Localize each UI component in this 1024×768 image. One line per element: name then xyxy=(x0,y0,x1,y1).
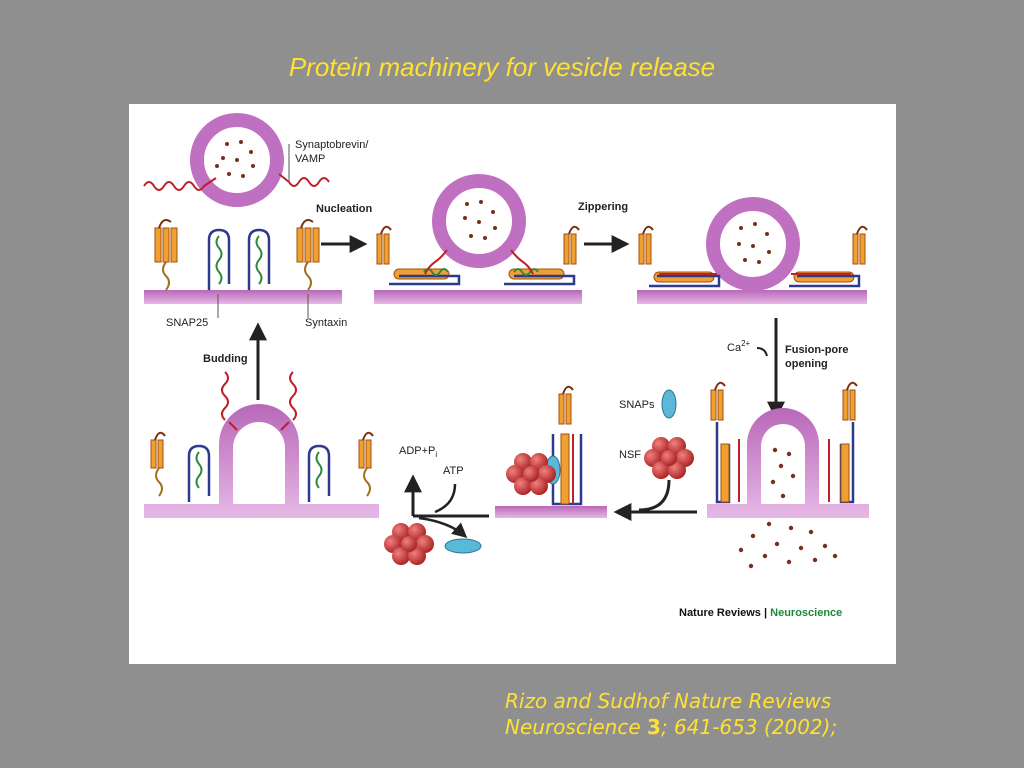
panel-cis-complex xyxy=(495,385,607,518)
citation-journal: Neuroscience xyxy=(505,715,648,739)
panel-budding xyxy=(144,371,379,518)
snaps-protein xyxy=(661,389,677,419)
calcium-label: Ca2+ xyxy=(727,339,751,354)
adp-label: ADP+Pi xyxy=(399,445,437,459)
citation: Rizo and Sudhof Nature Reviews Neuroscie… xyxy=(505,688,837,740)
fusion-pore-label-1: Fusion-pore xyxy=(785,344,849,356)
plasma-membrane xyxy=(144,290,342,304)
panel-initial: Synaptobrevin/ VAMP SNAP25 Syntaxin xyxy=(143,113,369,329)
synaptobrevin-label: Synaptobrevin/ xyxy=(295,139,369,151)
fusion-pore-label-2: opening xyxy=(785,358,828,370)
atp-label: ATP xyxy=(443,465,464,477)
citation-pages: ; 641-653 (2002); xyxy=(660,715,838,739)
snap25-hairpin-right xyxy=(307,444,331,502)
syntaxin-label: Syntaxin xyxy=(305,317,347,329)
released-snaps xyxy=(444,538,482,554)
citation-volume: 3 xyxy=(647,715,661,739)
citation-line-2: Neuroscience 3; 641-653 (2002); xyxy=(505,714,837,740)
vesicle xyxy=(190,113,284,207)
snare-diagram: Synaptobrevin/ VAMP SNAP25 Syntaxin Nucl… xyxy=(143,113,869,619)
panel-zippering xyxy=(637,197,868,304)
journal-credit: Nature Reviews | Neuroscience xyxy=(679,607,842,619)
synaptobrevin-left xyxy=(143,177,217,191)
nsf-label: NSF xyxy=(619,449,641,461)
syntaxin-right xyxy=(842,381,858,421)
syntaxin-right xyxy=(852,225,868,265)
synaptobrevin-right xyxy=(278,173,330,187)
nsf-bound xyxy=(506,453,556,495)
syntaxin-left xyxy=(154,219,178,291)
panel-fusion-pore xyxy=(707,381,869,569)
neurotransmitter-dots xyxy=(215,140,255,178)
released-neurotransmitter xyxy=(738,447,838,569)
nsf-snaps-free: SNAPs NSF xyxy=(619,389,694,479)
plasma-membrane xyxy=(637,290,867,304)
snap25-hairpin-left xyxy=(187,444,211,502)
vesicle xyxy=(432,174,526,268)
snare-cycle-figure: Synaptobrevin/ VAMP SNAP25 Syntaxin Nucl… xyxy=(129,104,896,664)
snap25-label: SNAP25 xyxy=(166,317,208,329)
released-nsf xyxy=(384,523,434,565)
syntaxin-right xyxy=(563,225,580,265)
plasma-membrane xyxy=(495,506,607,518)
panel-nucleation xyxy=(374,174,582,304)
atp-hydrolysis: ADP+Pi ATP xyxy=(399,445,489,538)
syntaxin-left xyxy=(710,381,726,421)
nucleation-label: Nucleation xyxy=(316,203,373,215)
zippering-label: Zippering xyxy=(578,201,628,213)
syntaxin-right xyxy=(358,431,374,497)
budding-label: Budding xyxy=(203,353,248,365)
syntaxin-left xyxy=(638,225,654,265)
syntaxin-right xyxy=(296,219,320,291)
vesicle xyxy=(706,197,800,291)
vamp-label: VAMP xyxy=(295,153,325,165)
snap25-hairpins xyxy=(207,228,271,290)
syntaxin-left xyxy=(150,431,166,497)
syntaxin-complex xyxy=(551,385,583,506)
citation-line-1: Rizo and Sudhof Nature Reviews xyxy=(505,689,832,713)
syntaxin-left xyxy=(376,225,392,265)
slide-title: Protein machinery for vesicle release xyxy=(288,52,716,82)
snaps-label: SNAPs xyxy=(619,399,655,411)
plasma-membrane xyxy=(374,290,582,304)
nsf-hexamer xyxy=(644,437,694,479)
